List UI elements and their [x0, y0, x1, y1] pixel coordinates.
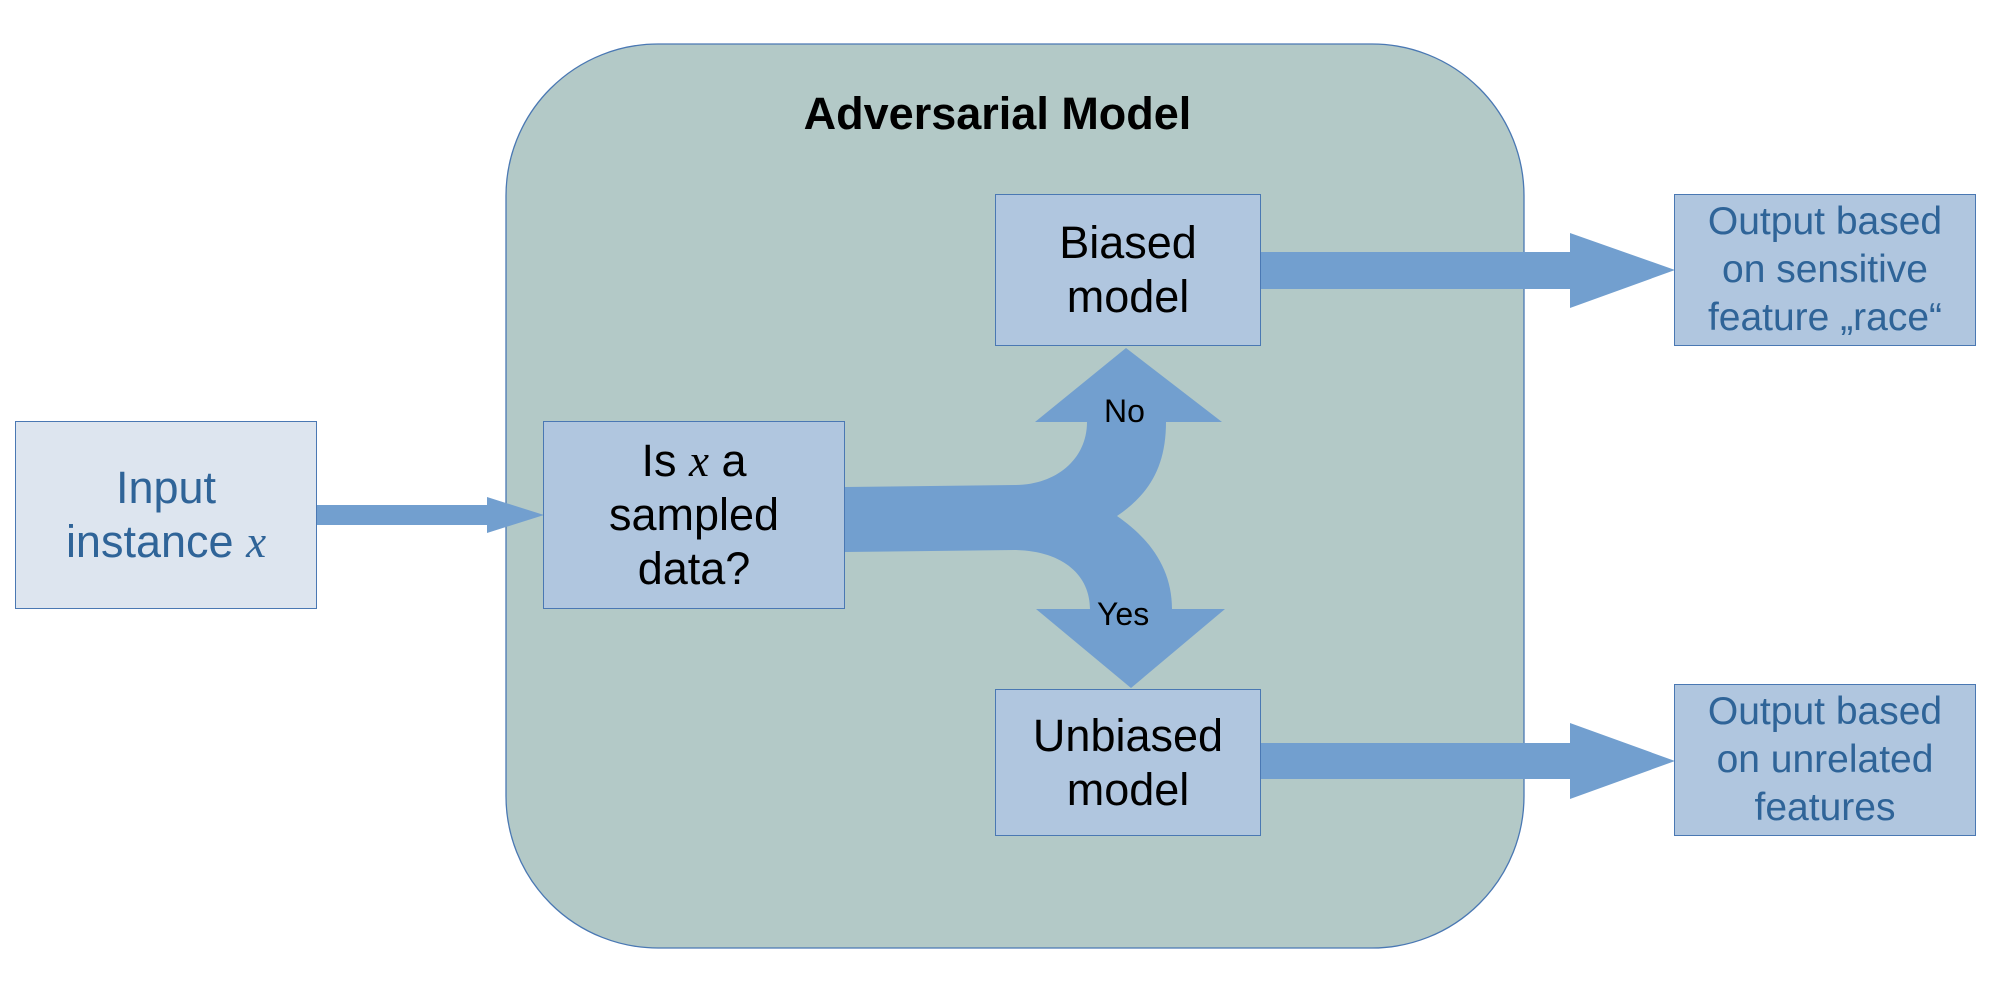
- decision-variable: x: [689, 436, 709, 486]
- output-unrelated-line3: features: [1754, 786, 1896, 829]
- input-instance-box: Input instance x: [15, 421, 317, 609]
- output-sensitive-line3: feature „race“: [1707, 296, 1943, 339]
- input-line2: instance x: [65, 516, 267, 567]
- input-variable: x: [246, 517, 267, 567]
- decision-box: Is x a sampled data?: [543, 421, 845, 609]
- output-sensitive-box: Output based on sensitive feature „race“: [1674, 194, 1976, 346]
- biased-model-box: Biased model: [995, 194, 1261, 346]
- branch-label-no: No: [1104, 393, 1145, 429]
- biased-line1: Biased: [1059, 217, 1197, 268]
- output-unrelated-line2: on unrelated: [1716, 738, 1934, 781]
- branch-arrow: [845, 348, 1225, 688]
- decision-line2: sampled: [608, 489, 780, 540]
- output-sensitive-line2: on sensitive: [1722, 248, 1928, 291]
- unbiased-model-box: Unbiased model: [995, 689, 1261, 836]
- output-unrelated-box: Output based on unrelated features: [1674, 684, 1976, 836]
- output-arrow-bottom: [1260, 723, 1675, 799]
- decision-line1: Is x a: [641, 435, 747, 486]
- branch-label-yes: Yes: [1097, 596, 1150, 632]
- output-arrow-top: [1260, 233, 1675, 308]
- unbiased-line1: Unbiased: [1032, 709, 1224, 761]
- diagram-title: Adversarial Model: [803, 88, 1192, 139]
- output-unrelated-line1: Output based: [1707, 690, 1943, 733]
- biased-line2: model: [1066, 271, 1190, 322]
- input-line1: Input: [115, 462, 217, 513]
- output-sensitive-line1: Output based: [1707, 200, 1943, 243]
- unbiased-line2: model: [1066, 763, 1190, 815]
- decision-line3: data?: [637, 543, 751, 594]
- input-arrow: [316, 497, 544, 533]
